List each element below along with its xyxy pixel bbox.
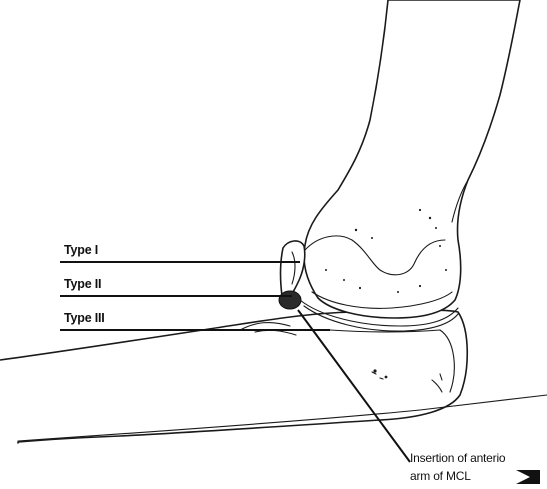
humerus-outline <box>304 0 520 318</box>
label-insertion-line-2: arm of MCL <box>410 469 471 483</box>
ulna-dot-1 <box>373 369 376 372</box>
humerus <box>300 0 520 331</box>
corner-mark <box>516 470 540 484</box>
ligament-region <box>279 241 305 309</box>
label-type-2: Type II <box>64 277 101 291</box>
label-type-3: Type III <box>64 311 105 325</box>
label-insertion-line-1: Insertion of anterio <box>410 451 506 465</box>
mcl-insertion-mark <box>279 291 301 309</box>
label-type-1: Type I <box>64 243 98 257</box>
ulna-dot-2 <box>385 376 388 379</box>
